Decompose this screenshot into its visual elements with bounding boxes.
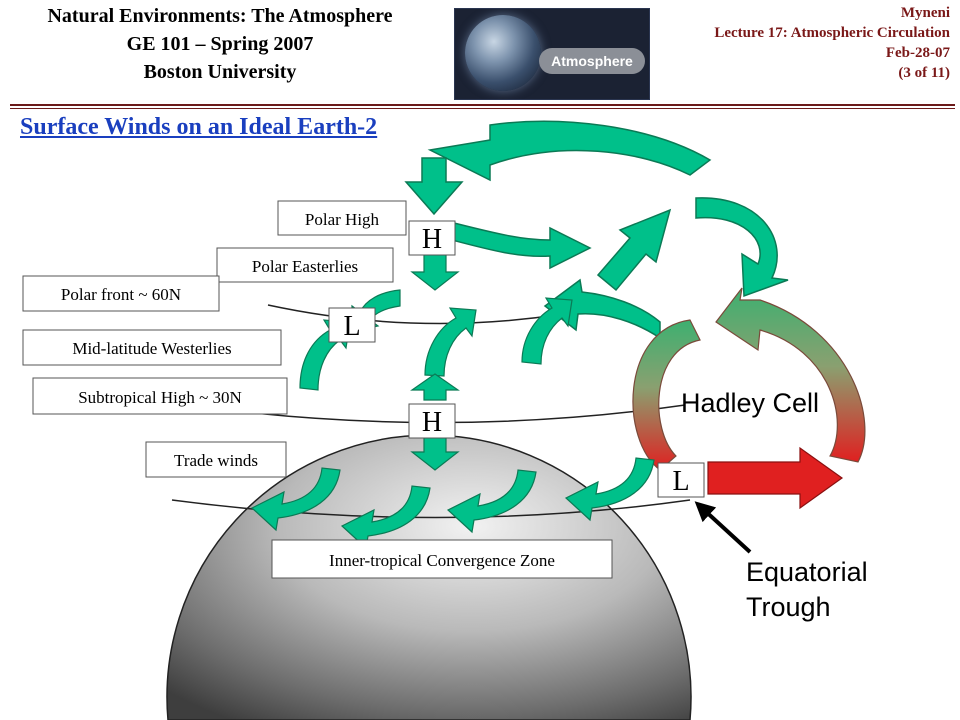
label-midlatitude-westerlies: Mid-latitude Westerlies <box>22 329 282 366</box>
top-arch-arrow <box>427 120 712 182</box>
westerly-arrow-2 <box>424 307 477 377</box>
instructor-name: Myneni <box>900 5 950 21</box>
upper-circulation-arrows <box>404 120 789 340</box>
label-midlatitude-westerlies-text: Mid-latitude Westerlies <box>72 339 231 358</box>
label-polar-front-text: Polar front ~ 60N <box>61 285 181 304</box>
equatorial-trough-label-line2: Trough <box>746 592 831 622</box>
top-down-arrow <box>404 157 464 216</box>
label-subtropical-high-text: Subtropical High ~ 30N <box>78 388 242 407</box>
marker-polar-front-low-text: L <box>343 311 360 342</box>
trade-arrow-1 <box>250 467 341 532</box>
polar-high-outflow-arrow <box>449 221 592 270</box>
hadley-surface-arrow <box>707 446 844 510</box>
hadley-ring-right <box>715 287 866 463</box>
label-polar-easterlies: Polar Easterlies <box>216 247 394 283</box>
course-code: GE 101 – Spring 2007 <box>126 33 314 55</box>
marker-polar-front-low: L <box>328 307 376 343</box>
label-polar-high: Polar High <box>277 200 407 236</box>
marker-subtropical-high: H <box>408 403 456 439</box>
course-title: Natural Environments: The Atmosphere <box>47 5 393 27</box>
marker-equatorial-low: L <box>657 462 705 498</box>
marker-polar-high: H <box>408 220 456 256</box>
subtropical-down-arrow <box>410 435 460 471</box>
lecture-date: Feb-28-07 <box>885 45 950 61</box>
label-polar-high-text: Polar High <box>305 210 380 229</box>
logo-word: Atmosphere <box>539 48 645 74</box>
westerly-arrow-3 <box>521 297 573 365</box>
label-trade-winds: Trade winds <box>145 441 287 478</box>
label-itcz: Inner-tropical Convergence Zone <box>271 539 613 579</box>
subtropical-arrows <box>410 373 460 471</box>
lecture-header: Myneni Lecture 17: Atmospheric Circulati… <box>714 3 950 83</box>
globe-icon <box>465 15 541 91</box>
marker-polar-high-text: H <box>422 224 442 255</box>
trade-wind-arrows <box>250 457 655 550</box>
lecture-title: Lecture 17: Atmospheric Circulation <box>714 25 950 41</box>
institution: Boston University <box>143 61 297 83</box>
trade-arrow-4 <box>564 457 655 522</box>
right-return-arrow <box>695 197 789 298</box>
equatorial-trough-label-line1: Equatorial <box>746 557 868 587</box>
marker-subtropical-high-text: H <box>422 407 442 438</box>
hadley-cell-label: Hadley Cell <box>681 388 819 418</box>
label-subtropical-high: Subtropical High ~ 30N <box>32 377 288 415</box>
label-polar-front: Polar front ~ 60N <box>22 275 220 312</box>
marker-equatorial-low-text: L <box>672 466 689 497</box>
subtropical-up-arrow <box>410 373 460 401</box>
header-divider-thin <box>10 108 955 109</box>
header-divider <box>10 104 955 106</box>
polar-down-arrow <box>410 251 460 291</box>
course-header: Natural Environments: The Atmosphere GE … <box>0 2 440 86</box>
latitude-line-equator <box>171 499 691 519</box>
label-polar-easterlies-text: Polar Easterlies <box>252 257 358 276</box>
atmosphere-logo: Atmosphere <box>454 8 650 100</box>
label-trade-winds-text: Trade winds <box>174 451 258 470</box>
equatorial-trough-pointer <box>694 501 752 554</box>
trade-arrow-3 <box>446 469 537 534</box>
label-itcz-text: Inner-tropical Convergence Zone <box>329 551 555 570</box>
rising-arrow-midlat <box>596 208 672 292</box>
slide-title: Surface Winds on an Ideal Earth-2 <box>20 114 378 140</box>
slide-count: (3 of 11) <box>898 65 950 81</box>
